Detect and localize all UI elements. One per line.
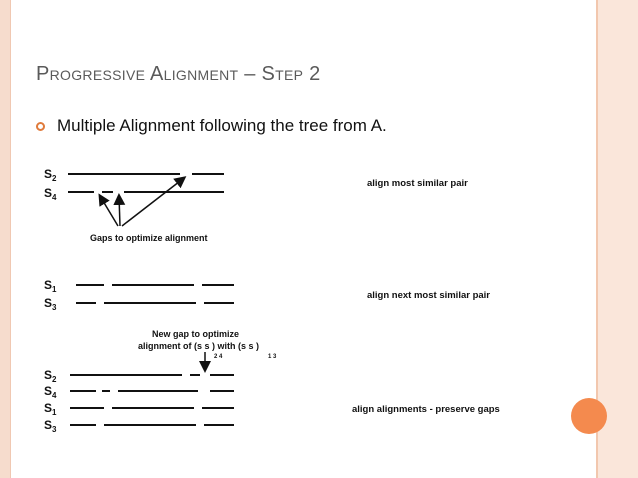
seq-label-s4: S4 — [44, 384, 57, 400]
new-gap-note-line2: alignment of (s s ) with (s s ) — [138, 341, 259, 351]
arrow — [121, 176, 187, 227]
arrow — [113, 193, 126, 227]
seq-label-s1: S1 — [44, 278, 57, 294]
left-border — [0, 0, 10, 478]
accent-circle — [571, 398, 607, 434]
seq-label-s2: S2 — [44, 368, 57, 384]
panel-1-arrows — [98, 176, 187, 227]
panel-3: New gap to optimize alignment of (s s ) … — [44, 329, 500, 434]
caption-most-similar: align most similar pair — [367, 178, 468, 189]
panel-2: S1 S3 align next most similar pair — [44, 278, 490, 312]
bullet-item: Multiple Alignment following the tree fr… — [36, 116, 387, 136]
right-border — [596, 0, 638, 478]
circle-bullet-icon — [36, 121, 45, 131]
gaps-note: Gaps to optimize alignment — [90, 233, 208, 243]
subscript-right: 1 3 — [268, 354, 277, 360]
caption-preserve-gaps: align alignments - preserve gaps — [352, 404, 500, 415]
seq-label-s2: S2 — [44, 167, 57, 183]
panel-3-sequences — [70, 374, 234, 426]
arrow — [98, 193, 119, 227]
seq-label-s4: S4 — [44, 186, 57, 202]
panel-2-sequences — [76, 284, 234, 304]
seq-label-s1: S1 — [44, 401, 57, 417]
seq-label-s3: S3 — [44, 418, 57, 434]
panel-1-sequences — [68, 173, 224, 193]
slide-title: Progressive Alignment – Step 2 — [36, 63, 321, 85]
left-border-line — [10, 0, 11, 478]
caption-next-similar: align next most similar pair — [367, 290, 490, 301]
bullet-text: Multiple Alignment following the tree fr… — [57, 116, 387, 135]
panel-1: S2 S4 Gaps to optimize alignment align m… — [44, 167, 468, 243]
subscript-left: 2 4 — [214, 354, 223, 360]
new-gap-note-line1: New gap to optimize — [152, 329, 239, 339]
right-border-line — [596, 0, 598, 478]
seq-label-s3: S3 — [44, 296, 57, 312]
